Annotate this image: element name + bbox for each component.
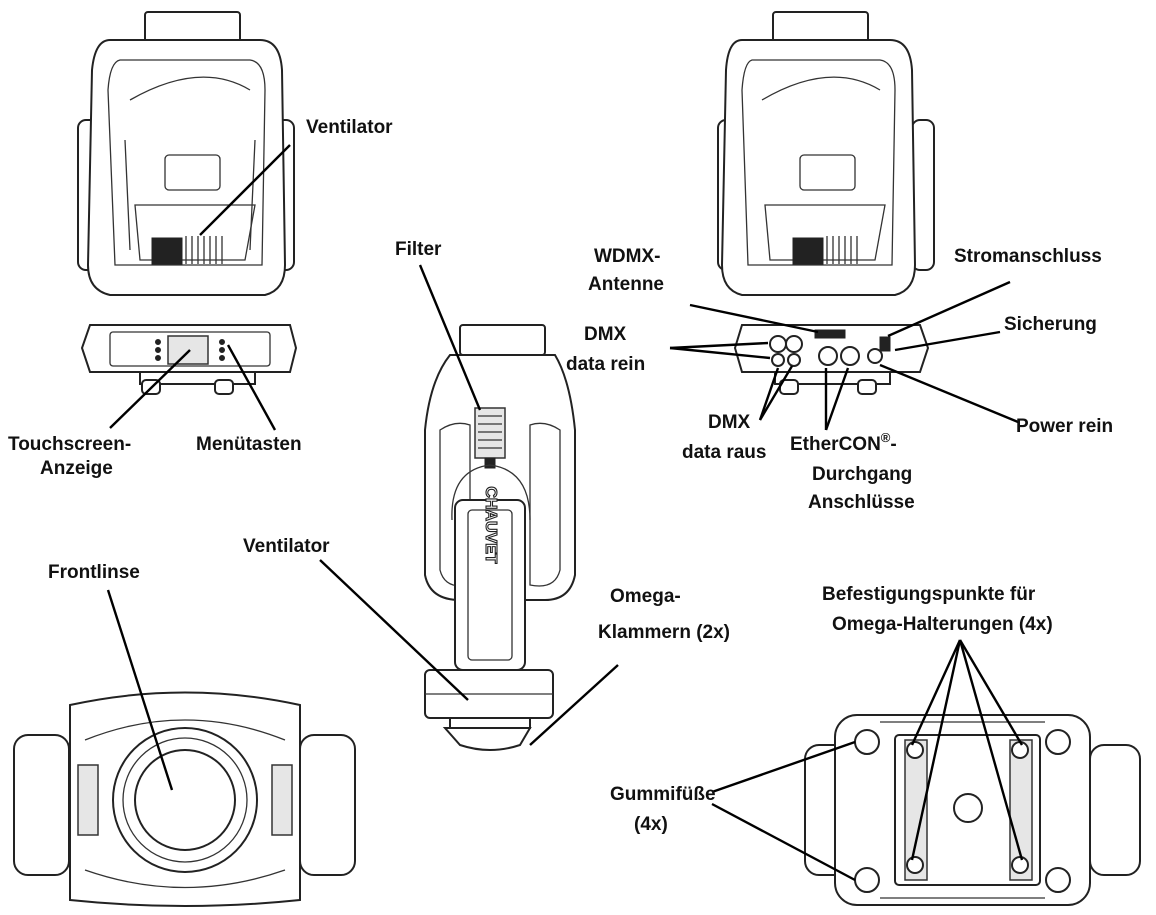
label-gummi-line1: Gummifüße [610, 784, 716, 805]
leader-stromanschluss [887, 280, 1011, 338]
fan-grille-top-left [185, 236, 223, 264]
label-befestigung-line2: Omega-Halterungen (4x) [832, 614, 1053, 635]
leader-befestigung-2 [958, 639, 1024, 746]
leader-befestigung-3 [910, 639, 962, 861]
leader-menutasten [226, 344, 277, 431]
label-sicherung: Sicherung [1004, 314, 1097, 335]
label-ventilator-top: Ventilator [306, 117, 393, 138]
leader-frontlinse [106, 589, 174, 791]
leader-befestigung-1 [910, 639, 962, 746]
label-filter: Filter [395, 239, 442, 260]
label-touchscreen-line2: Anzeige [40, 458, 113, 479]
ethercon-dash: - [890, 434, 896, 455]
leader-ventilator-mid [319, 559, 469, 701]
label-omega-line2: Klammern (2x) [598, 622, 730, 643]
leader-gummi-1 [711, 740, 856, 794]
labels: Ventilator Touchscreen- Anzeige Menütast… [8, 117, 1113, 835]
leader-gummi-2 [711, 802, 856, 882]
brand-logo-text: CHAUVET [482, 486, 499, 564]
leader-dmx-in-1 [669, 341, 769, 350]
label-touchscreen-line1: Touchscreen- [8, 434, 131, 455]
fan-grille-top-right [826, 236, 858, 264]
device-bottom-right [804, 714, 1141, 906]
label-ethercon-line3: Anschlüsse [808, 492, 915, 513]
leader-ethercon-2 [824, 367, 850, 431]
label-wdmx-line1: WDMX- [594, 246, 660, 267]
label-frontlinse: Frontlinse [48, 562, 140, 583]
leader-befestigung-4 [958, 639, 1024, 861]
leader-touchscreen [109, 349, 191, 429]
label-ethercon-line1: EtherCON®- [790, 430, 897, 455]
device-middle: CHAUVET [424, 324, 576, 751]
label-stromanschluss: Stromanschluss [954, 246, 1102, 267]
leader-ventilator-top [199, 144, 291, 236]
leader-omega-klammern [529, 664, 619, 746]
label-ethercon-line2: Durchgang [812, 464, 912, 485]
ethercon-name: EtherCON [790, 434, 881, 455]
label-gummi-line2: (4x) [634, 814, 668, 835]
label-ventilator-mid: Ventilator [243, 536, 330, 557]
label-dmx-in-line1: DMX [584, 324, 627, 345]
label-menutasten: Menütasten [196, 434, 302, 455]
leader-sicherung [894, 330, 1001, 352]
device-top-right [717, 11, 935, 395]
leader-filter [418, 264, 482, 411]
leader-dmx-in-2 [669, 346, 771, 360]
label-power-rein: Power rein [1016, 416, 1113, 437]
label-befestigung-line1: Befestigungspunkte für [822, 584, 1036, 605]
device-top-left [77, 11, 298, 395]
leader-power-rein [879, 363, 1019, 424]
label-dmx-out-line2: data raus [682, 442, 766, 463]
label-omega-line1: Omega- [610, 586, 681, 607]
ethercon-registered-mark: ® [881, 430, 891, 445]
label-dmx-out-line1: DMX [708, 412, 751, 433]
leader-dmx-out-2 [758, 365, 794, 421]
leader-lines [106, 144, 1024, 882]
label-dmx-in-line2: data rein [566, 354, 645, 375]
label-wdmx-line2: Antenne [588, 274, 664, 295]
leader-wdmx-antenne [689, 303, 819, 334]
device-bottom-left [13, 691, 356, 907]
leader-dmx-out-1 [758, 367, 780, 421]
